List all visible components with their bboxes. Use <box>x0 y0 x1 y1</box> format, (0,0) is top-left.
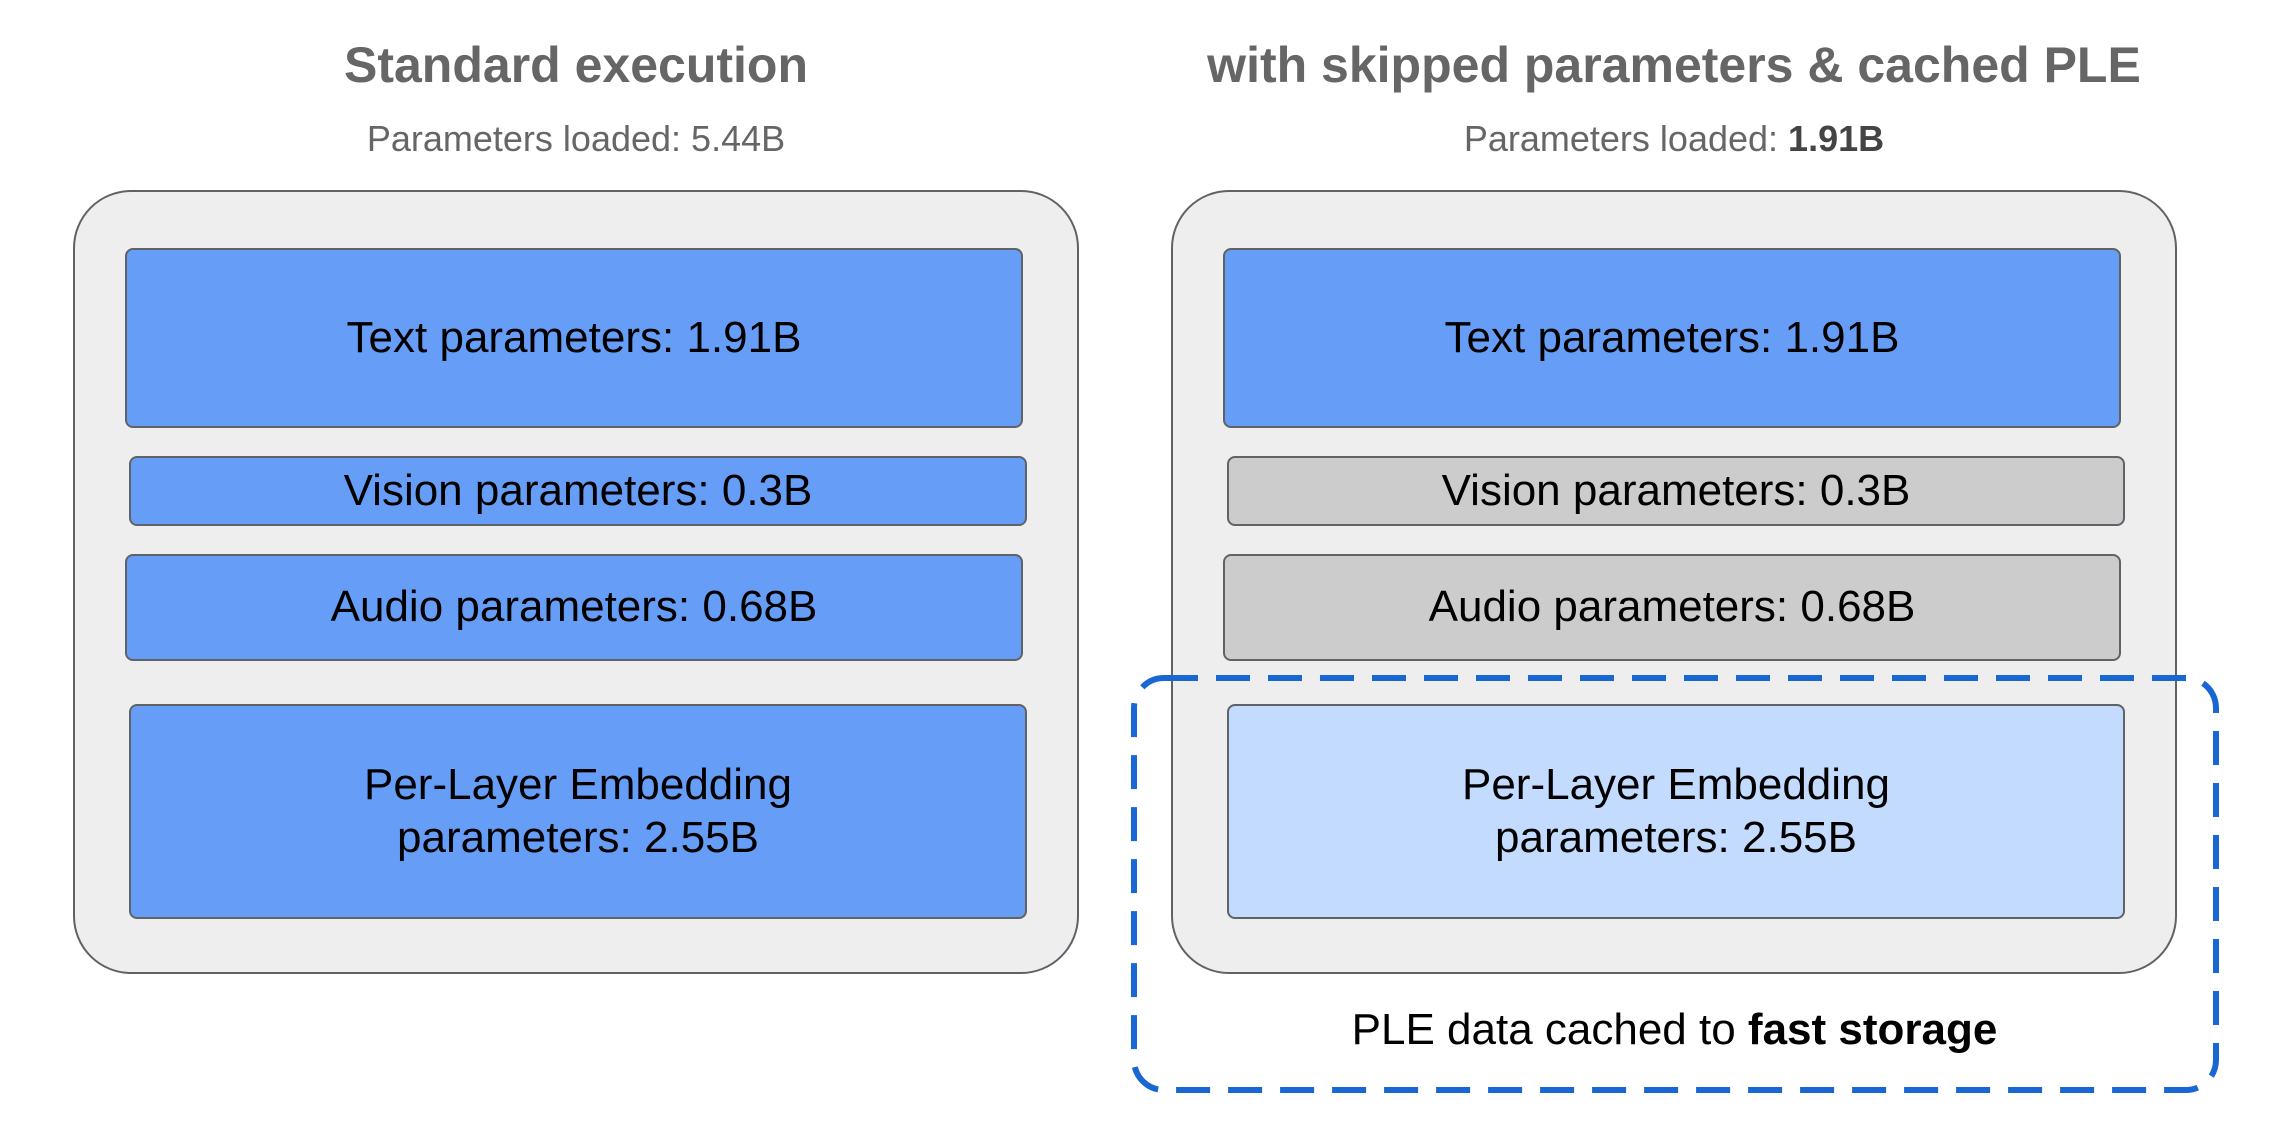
right-subtitle: Parameters loaded: 1.91B <box>1124 118 2224 160</box>
right-audio-params-block: Audio parameters: 0.68B <box>1223 554 2121 661</box>
cache-caption-text: PLE data cached to <box>1351 1005 1748 1054</box>
right-ple-line2: parameters: 2.55B <box>1495 812 1857 862</box>
cache-caption-bold: fast storage <box>1747 1005 1998 1054</box>
left-ple-line1: Per-Layer Embedding <box>363 759 792 809</box>
right-subtitle-label: Parameters loaded: <box>1463 118 1789 159</box>
left-ple-params-block: Per-Layer Embedding parameters: 2.55B <box>129 704 1027 919</box>
right-title: with skipped parameters & cached PLE <box>1207 37 2141 93</box>
left-ple-line2: parameters: 2.55B <box>397 812 759 862</box>
left-subtitle-label: Parameters loaded: <box>366 118 692 159</box>
cache-caption: PLE data cached to fast storage <box>1131 1005 2218 1055</box>
right-ple-line1: Per-Layer Embedding <box>1461 759 1890 809</box>
right-vision-params-block: Vision parameters: 0.3B <box>1227 456 2125 526</box>
left-text-params-block: Text parameters: 1.91B <box>125 248 1023 428</box>
right-ple-params-block: Per-Layer Embedding parameters: 2.55B <box>1227 704 2125 919</box>
left-subtitle-value: 5.44B <box>691 118 786 159</box>
right-subtitle-value: 1.91B <box>1788 118 1885 159</box>
left-title: Standard execution <box>344 37 808 93</box>
left-subtitle: Parameters loaded: 5.44B <box>26 118 1126 160</box>
left-audio-params-block: Audio parameters: 0.68B <box>125 554 1023 661</box>
left-vision-params-block: Vision parameters: 0.3B <box>129 456 1027 526</box>
right-text-params-block: Text parameters: 1.91B <box>1223 248 2121 428</box>
